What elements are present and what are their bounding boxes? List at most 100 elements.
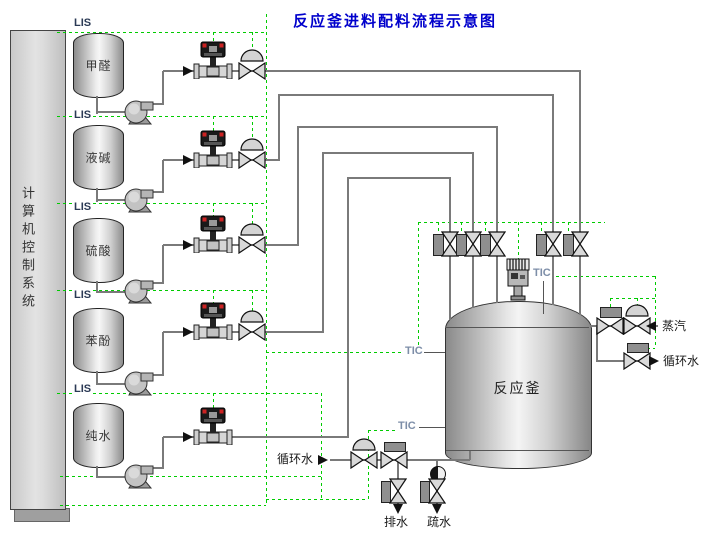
flow-arrow <box>183 155 193 165</box>
pipe <box>162 332 164 376</box>
signal-line <box>252 203 253 224</box>
valve-actuator <box>627 343 649 353</box>
pipe <box>96 111 127 113</box>
pump-feed3[interactable] <box>123 278 155 306</box>
signal-line <box>213 393 214 410</box>
pipe <box>278 94 554 96</box>
flowmeter-feed3[interactable] <box>193 213 233 253</box>
pipe <box>347 177 451 179</box>
agitator-motor[interactable] <box>504 258 532 302</box>
inlet-valve-feed1[interactable] <box>571 231 589 257</box>
tic-line <box>419 427 445 428</box>
tic-tag-top[interactable]: TIC <box>532 267 552 279</box>
tank-label: 苯酚 <box>85 334 112 348</box>
pipe <box>96 476 127 478</box>
valve-dome-actuator <box>240 223 264 236</box>
control-system-panel <box>10 30 66 510</box>
flow-arrow <box>183 66 193 76</box>
pipe <box>297 127 299 246</box>
pump-feed5[interactable] <box>123 463 155 491</box>
pump-feed2[interactable] <box>123 187 155 215</box>
signal-line <box>637 298 638 306</box>
cooling-in-control-valve[interactable] <box>350 451 378 469</box>
lis-tag-feed3[interactable]: LIS <box>73 201 93 213</box>
signal-line <box>57 116 266 117</box>
signal-line <box>418 222 419 352</box>
tic-line <box>424 352 445 353</box>
pipe <box>472 256 474 308</box>
valve-dome-actuator <box>625 304 649 317</box>
tic-tag-mid[interactable]: TIC <box>404 345 424 357</box>
valve-actuator <box>420 481 430 503</box>
pipe <box>96 466 98 478</box>
pump-feed4[interactable] <box>123 370 155 398</box>
pipe <box>146 282 164 284</box>
signal-line <box>266 352 418 353</box>
valve-actuator <box>433 234 444 256</box>
signal-line <box>57 290 266 291</box>
lis-tag-feed2[interactable]: LIS <box>73 109 93 121</box>
signal-line-tic <box>556 276 655 277</box>
pipe <box>162 437 164 469</box>
pipe <box>472 153 474 233</box>
cooling-out-valve[interactable] <box>623 352 651 370</box>
signal-bus-top-valves <box>418 222 605 223</box>
valve-dome-actuator <box>352 438 376 451</box>
flowmeter-feed4[interactable] <box>193 300 233 340</box>
label-condensate-out: 疏水 <box>427 515 452 529</box>
signal-line <box>57 32 266 33</box>
pipe <box>96 291 127 293</box>
pipe <box>496 256 498 303</box>
signal-line <box>321 393 322 499</box>
drain-valve[interactable] <box>389 478 407 504</box>
pipe <box>278 95 280 161</box>
pipe <box>322 152 474 154</box>
signal-line <box>213 203 214 218</box>
lis-tag-feed4[interactable]: LIS <box>73 289 93 301</box>
steam-block-valve[interactable] <box>596 317 624 335</box>
signal-line <box>213 116 214 133</box>
tank-label: 纯水 <box>85 429 112 443</box>
valve-actuator <box>480 234 491 256</box>
signal-line <box>57 393 321 394</box>
pump-feed1[interactable] <box>123 99 155 127</box>
signal-line <box>57 203 266 204</box>
signal-line <box>485 222 486 234</box>
control-valve-feed2[interactable] <box>238 151 266 169</box>
control-system-label: 计算机控制系统 <box>20 186 35 312</box>
label-cooling-water-out: 循环水 <box>663 354 700 368</box>
inlet-valve-feed2[interactable] <box>544 231 562 257</box>
tic-tag-low[interactable]: TIC <box>397 420 417 432</box>
control-valve-feed1[interactable] <box>238 62 266 80</box>
signal-line-agitator <box>518 222 519 260</box>
tank-pure-water: 纯水 <box>73 403 124 468</box>
control-valve-feed3[interactable] <box>238 236 266 254</box>
flowmeter-feed1[interactable] <box>193 39 233 79</box>
signal-line <box>213 290 214 305</box>
condensate-valve[interactable] <box>428 478 446 504</box>
pipe <box>596 326 598 362</box>
flowmeter-feed2[interactable] <box>193 128 233 168</box>
lis-tag-feed1[interactable]: LIS <box>73 17 93 29</box>
label-cooling-water-in: 循环水 <box>277 452 314 466</box>
pipe <box>96 96 98 114</box>
flow-arrow <box>183 327 193 337</box>
inlet-valve-feed3[interactable] <box>488 231 506 257</box>
tank-formaldehyde: 甲醛 <box>73 33 124 98</box>
signal-line <box>610 298 655 299</box>
lis-tag-feed5[interactable]: LIS <box>73 383 93 395</box>
reactor-seam <box>446 327 589 328</box>
flow-arrow-cooling-in <box>318 455 328 465</box>
signal-line <box>461 222 462 234</box>
valve-actuator <box>381 481 391 503</box>
pipe <box>96 281 98 293</box>
signal-line <box>368 430 369 499</box>
flow-arrow-steam-in <box>646 321 656 331</box>
flowmeter-feed5[interactable] <box>193 405 233 445</box>
signal-line <box>60 505 266 506</box>
valve-actuator <box>456 234 467 256</box>
cooling-in-block-valve[interactable] <box>380 451 408 469</box>
pipe <box>146 374 164 376</box>
control-valve-feed4[interactable] <box>238 323 266 341</box>
signal-line <box>568 222 569 234</box>
